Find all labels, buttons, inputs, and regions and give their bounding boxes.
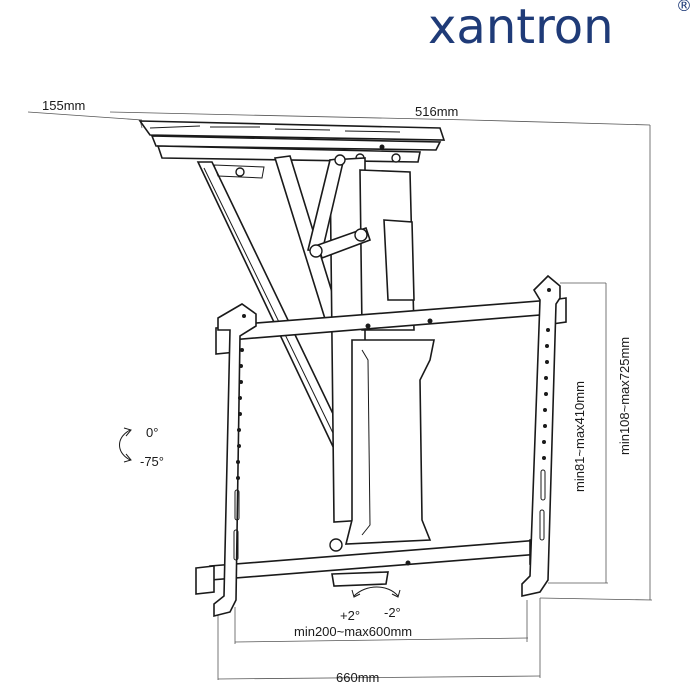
swivel-negative-label: -2° <box>384 605 401 620</box>
total-width-label: 660mm <box>336 670 379 685</box>
height-total-label: min108~max725mm <box>617 337 632 455</box>
center-plate <box>329 339 435 587</box>
swivel-positive-label: +2° <box>340 608 360 623</box>
dimension-lines <box>27 111 653 680</box>
tilt-arrow-icon <box>119 427 132 463</box>
right-vertical-bracket <box>521 274 561 597</box>
swivel-arrow-icon <box>351 586 401 598</box>
tilt-down-label: -75° <box>140 454 164 469</box>
ceiling-plate <box>138 120 446 163</box>
brand-logo: xantron ® <box>428 0 692 55</box>
bottom-rail <box>195 537 549 595</box>
left-vertical-bracket <box>213 303 257 618</box>
arm-linkage <box>196 154 415 523</box>
plate-width-label: 516mm <box>415 104 458 119</box>
height-range-label: min81~max410mm <box>572 381 587 492</box>
logo-text: xantron <box>428 0 614 55</box>
tilt-up-label: 0° <box>146 425 158 440</box>
depth-label: 155mm <box>42 98 85 113</box>
vesa-range-label: min200~max600mm <box>294 624 412 639</box>
registered-mark: ® <box>676 0 692 15</box>
